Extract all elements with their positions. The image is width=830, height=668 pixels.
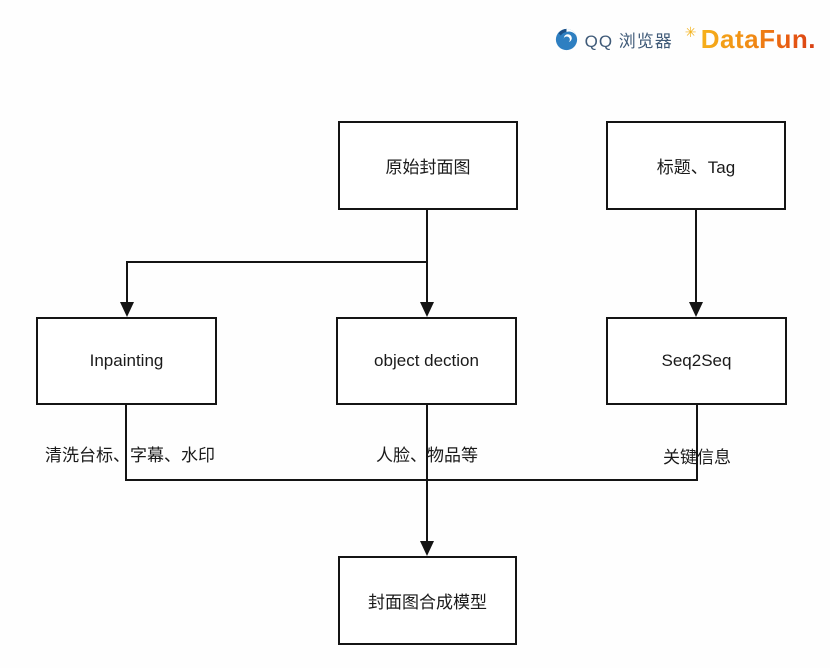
node-cover-synthesis-model: 封面图合成模型	[338, 556, 517, 645]
node-original-cover: 原始封面图	[338, 121, 518, 210]
header-logos: QQ 浏览器 ✳ DataFun.	[555, 24, 822, 55]
arrowhead-synthesis	[420, 541, 434, 556]
arrowhead-seq2seq	[689, 302, 703, 317]
qq-browser-logo: QQ 浏览器	[555, 27, 673, 52]
datafun-logo: ✳ DataFun.	[684, 24, 822, 55]
node-inpainting: Inpainting	[36, 317, 217, 405]
qq-browser-label: QQ 浏览器	[584, 32, 673, 51]
arrowhead-inpainting	[120, 302, 134, 317]
sparkle-icon: ✳	[684, 24, 697, 40]
annotation-inpainting-output: 清洗台标、字幕、水印	[45, 446, 215, 465]
node-title-tag-label: 标题、Tag	[656, 158, 736, 177]
edge-original-to-inpainting	[126, 261, 427, 303]
edge-output-bus	[125, 405, 698, 481]
node-seq2seq: Seq2Seq	[606, 317, 787, 405]
node-original-cover-label: 原始封面图	[385, 158, 471, 177]
annotation-seq2seq-output: 关键信息	[663, 448, 731, 467]
node-cover-synthesis-model-label: 封面图合成模型	[368, 593, 487, 612]
node-seq2seq-label: Seq2Seq	[661, 351, 732, 370]
node-title-tag: 标题、Tag	[606, 121, 786, 210]
qq-browser-icon	[555, 28, 577, 51]
arrowhead-object	[420, 302, 434, 317]
annotation-object-detection-output: 人脸、物品等	[376, 446, 478, 465]
node-inpainting-label: Inpainting	[89, 351, 164, 370]
node-object-detection: object dection	[336, 317, 517, 405]
node-object-detection-label: object dection	[374, 351, 479, 370]
datafun-label: DataFun.	[700, 24, 816, 54]
